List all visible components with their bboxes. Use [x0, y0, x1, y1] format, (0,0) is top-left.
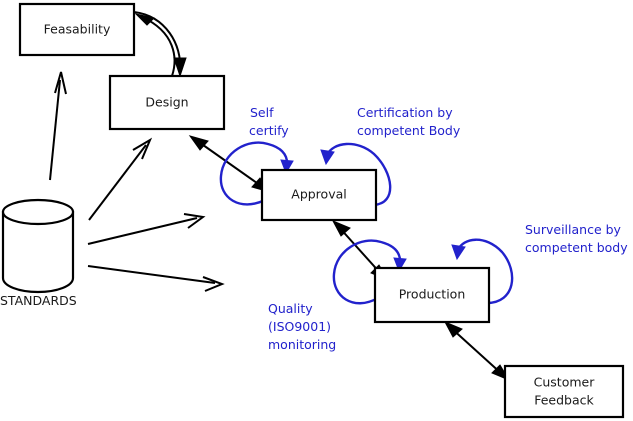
- annotation-certification-line1: Certification by: [357, 105, 453, 120]
- node-standards-datastore[interactable]: STANDARDS: [0, 198, 77, 308]
- flow-standards-to-feasability: [49, 71, 67, 181]
- annotation-quality-line2: (ISO9001): [268, 319, 331, 334]
- annotation-surveillance-line1: Surveillance by: [525, 222, 622, 237]
- flow-feasability-to-design: [133, 11, 187, 78]
- node-feasability-label: Feasability: [44, 22, 111, 37]
- loop-self-certify: [219, 141, 294, 206]
- node-production[interactable]: Production: [373, 266, 491, 324]
- node-customer-feedback[interactable]: Customer Feedback: [503, 364, 625, 419]
- annotation-quality-iso9001-monitoring: Quality (ISO9001) monitoring: [268, 301, 336, 352]
- flow-design-to-feasability: [134, 13, 176, 77]
- annotation-certification-line2: competent Body: [357, 123, 461, 138]
- node-design[interactable]: Design: [108, 74, 226, 131]
- node-design-label: Design: [145, 95, 188, 110]
- node-customer-feedback-label-line1: Customer: [534, 375, 596, 390]
- annotation-self-certify: Self certify: [249, 105, 289, 138]
- node-standards-label: STANDARDS: [0, 293, 77, 308]
- loop-certification: [320, 142, 392, 207]
- node-production-label: Production: [399, 287, 466, 302]
- node-approval-label: Approval: [291, 187, 346, 202]
- node-approval[interactable]: Approval: [260, 168, 378, 222]
- annotation-certification-by-competent-body: Certification by competent Body: [357, 105, 461, 138]
- annotation-quality-line1: Quality: [268, 301, 313, 316]
- node-customer-feedback-label-line2: Feedback: [534, 393, 594, 408]
- flow-standards-to-production: [87, 265, 225, 292]
- loop-quality-monitoring: [332, 239, 407, 305]
- annotation-surveillance-by-competent-body: Surveillance by competent body: [525, 222, 628, 255]
- loop-surveillance: [451, 238, 514, 305]
- flow-standards-to-design: [88, 137, 153, 221]
- annotation-surveillance-line2: competent body: [525, 240, 628, 255]
- annotation-self-certify-line2: certify: [249, 123, 289, 138]
- flow-design-approval: [188, 135, 272, 193]
- flow-production-customer-feedback: [443, 321, 511, 382]
- annotation-self-certify-line1: Self: [250, 105, 274, 120]
- annotation-quality-line3: monitoring: [268, 337, 336, 352]
- flow-standards-to-approval: [87, 213, 206, 245]
- node-feasability[interactable]: Feasability: [18, 2, 136, 57]
